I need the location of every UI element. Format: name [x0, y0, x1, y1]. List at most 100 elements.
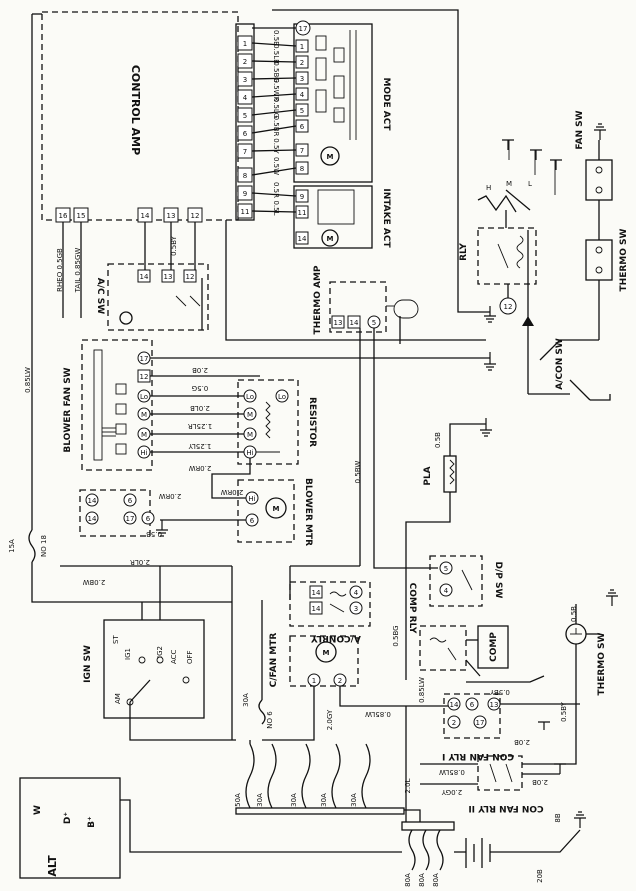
wire-20lr-label: 2.0LR [130, 558, 150, 566]
mode-act-internals: M M [315, 30, 357, 247]
alt-d-label: D⁺ [63, 812, 73, 824]
wire-label-mode-3: 0.5BG [272, 61, 280, 82]
main-fuse-bar [401, 821, 455, 831]
svg-text:6: 6 [128, 497, 133, 505]
wire-20b-rly2-label: 2.0B [532, 778, 548, 786]
rly-box [477, 227, 537, 285]
svg-text:Lo: Lo [278, 393, 286, 401]
blower-motor-icon [265, 497, 287, 519]
comp-label: COMP [489, 632, 499, 662]
svg-text:11: 11 [241, 208, 250, 216]
comp-box [477, 625, 509, 669]
con-fan-rly-2-label: CON FAN RLY II [468, 803, 543, 813]
aconrly-label: A/CONRLY [311, 633, 361, 643]
wire-label-mode-5: 0.5LG [272, 98, 280, 118]
fuse-30a-no6-label: 30A [242, 693, 250, 707]
svg-text:Lo: Lo [140, 393, 148, 401]
con-fan-rly-2-box [477, 755, 523, 791]
svg-text:8: 8 [300, 165, 304, 173]
svg-text:3: 3 [300, 75, 304, 83]
svg-text:1: 1 [243, 40, 247, 48]
svg-text:7: 7 [243, 148, 247, 156]
wire-label-mode-2: 0.5LB [272, 44, 280, 64]
svg-text:Hi: Hi [248, 495, 255, 503]
fuse-box-label-1: 50A [234, 793, 242, 807]
pla-label: PLA [423, 466, 433, 485]
comp-rly-label: COMP RLY [407, 583, 417, 634]
intake-motor-icon [321, 229, 339, 247]
svg-text:M: M [323, 649, 330, 657]
mode-act-box [293, 23, 373, 183]
fuse-box-label-5: 30A [350, 793, 358, 807]
ign-sw-box [103, 619, 205, 719]
dp-sw-label: D/P SW [493, 562, 503, 599]
top-run-wire [272, 9, 490, 313]
alt-box [19, 777, 121, 879]
ground-symbols [156, 123, 618, 828]
svg-text:7: 7 [300, 147, 304, 155]
svg-text:5: 5 [444, 565, 448, 573]
fuse-no6-label: NO 6 [266, 711, 274, 729]
fan-sw-box [585, 159, 613, 201]
cfan-motor-icon [315, 641, 337, 663]
wire-label-mode-4: 0.5WR [272, 79, 280, 102]
intake-act-label: INTAKE ACT [381, 188, 391, 248]
ac-sw-box [107, 263, 209, 331]
wire-8b-label: 8B [554, 813, 562, 822]
svg-text:M: M [327, 235, 334, 243]
svg-text:1: 1 [312, 677, 316, 685]
control-amp-bottom-pins: 16 15 14 13 12 [55, 207, 203, 223]
svg-text:12: 12 [140, 373, 149, 381]
main-fuse-label-3: 80A [432, 873, 440, 887]
cfan-mtr-label: C/FAN MTR [269, 633, 279, 688]
svg-text:4: 4 [243, 94, 248, 102]
main-fuse-label-1: 80A [404, 873, 412, 887]
wire-05by-comp-label: 0.5BY [489, 688, 510, 696]
wire-20b-rly1-label: 2.0B [514, 738, 530, 746]
thermo-amp-box [329, 281, 387, 333]
svg-text:M: M [247, 431, 253, 439]
svg-text:14: 14 [298, 235, 307, 243]
wire-085lw-fan-label: 0.85LW [365, 710, 391, 718]
svg-text:3: 3 [354, 605, 358, 613]
thermo-amp-label: THERMO AMP [313, 265, 323, 334]
svg-text:2: 2 [243, 58, 247, 66]
svg-text:17: 17 [126, 515, 135, 523]
resistor-box [237, 379, 299, 465]
svg-text:1: 1 [300, 43, 304, 51]
svg-text:13: 13 [334, 319, 343, 327]
ign-st-label: ST [112, 635, 120, 644]
svg-text:14: 14 [140, 273, 149, 281]
aconrly-box [289, 581, 371, 627]
blower-fan-sw-label: BLOWER FAN SW [63, 367, 73, 452]
wire-20rw-label: 2.0RW [189, 464, 212, 472]
fuse-box-bar [235, 807, 405, 815]
fuse-box-label-2: 30A [256, 793, 264, 807]
tail-label: TAIL 0.85GW [74, 248, 82, 294]
term-h: H [486, 184, 491, 192]
svg-text:14: 14 [141, 212, 150, 220]
acon-sw-label: A/CON SW [555, 338, 565, 390]
rly-label: RLY [459, 243, 469, 261]
alt-label: ALT [46, 855, 59, 877]
dp-sw-box [429, 555, 483, 607]
svg-text:12: 12 [186, 273, 195, 281]
svg-text:13: 13 [490, 701, 499, 709]
svg-text:5: 5 [300, 107, 304, 115]
blower-mtr-label: BLOWER MTR [303, 478, 313, 546]
blower-fan-sw-box [81, 339, 153, 471]
svg-text:14: 14 [312, 605, 321, 613]
svg-text:4: 4 [300, 91, 305, 99]
svg-text:2: 2 [300, 59, 304, 67]
svg-text:5: 5 [243, 112, 247, 120]
svg-text:Hi: Hi [246, 449, 253, 457]
wire-label-mode-6: 0.5BR [272, 116, 280, 137]
svg-text:2: 2 [452, 719, 456, 727]
control-amp-connector: 1 2 3 4 5 6 7 8 9 11 [235, 23, 255, 221]
wire-20bw-label: 2.0BW [83, 578, 106, 586]
wire-label-mode-8: 0.5W [272, 157, 280, 175]
svg-text:6: 6 [300, 123, 305, 131]
svg-text:M: M [327, 153, 334, 161]
fuse-no6-icon [258, 699, 266, 725]
